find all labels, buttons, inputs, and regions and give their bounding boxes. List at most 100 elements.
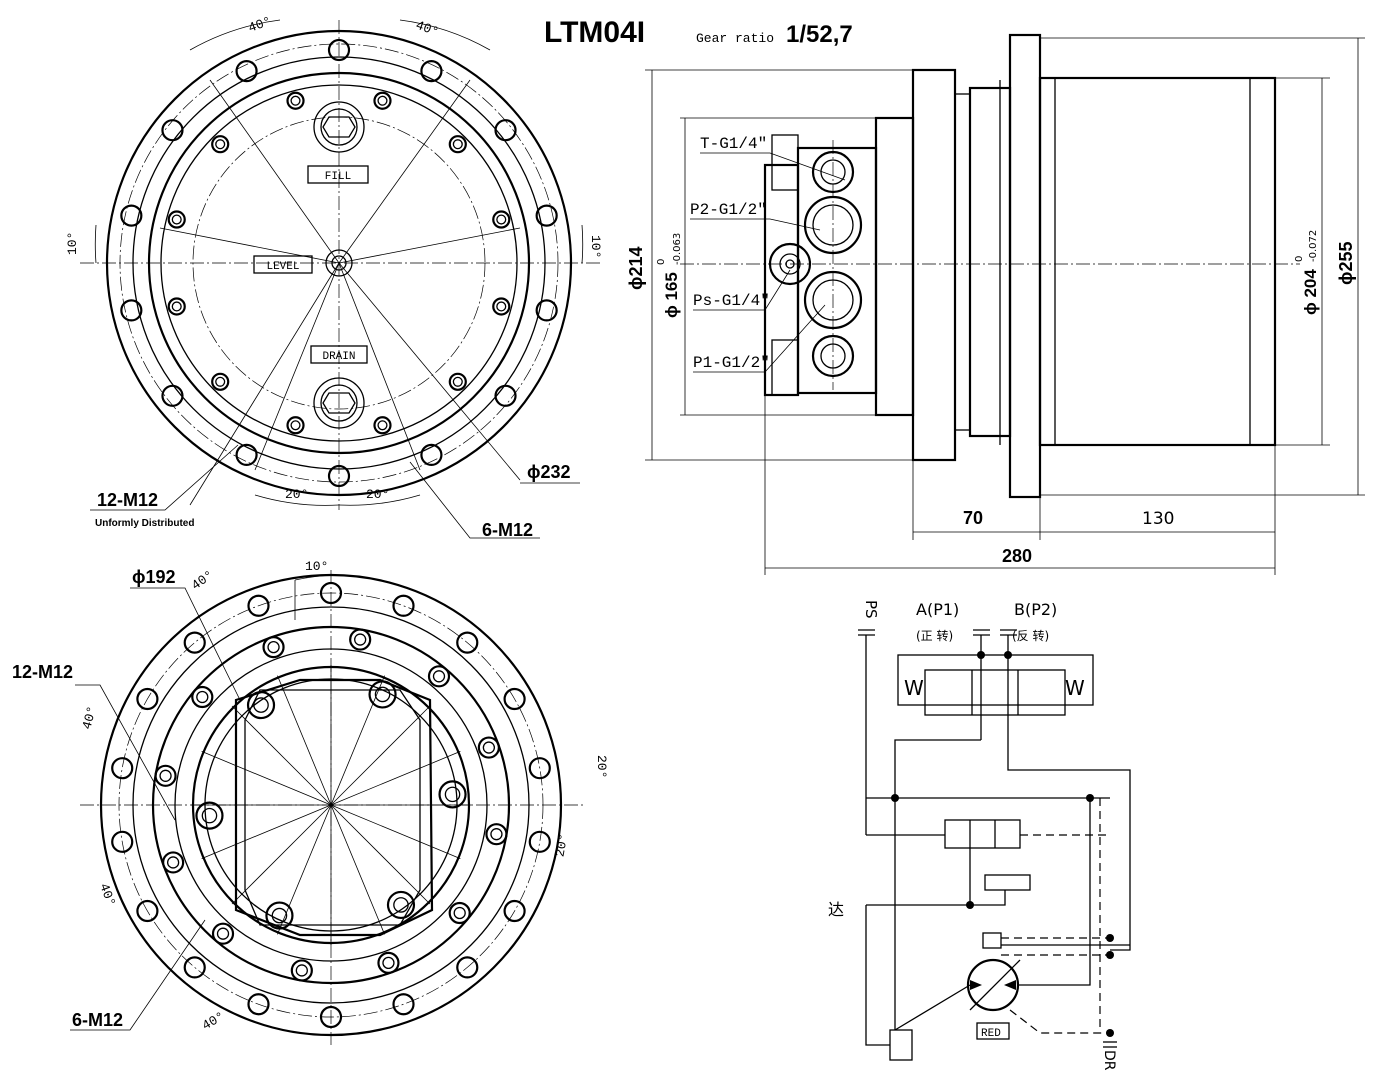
bolt-hole: [211, 135, 230, 154]
construction-line: [231, 705, 332, 806]
bolt-hole: [201, 807, 218, 824]
bolt-hole: [374, 686, 391, 703]
construction-line: [330, 675, 385, 806]
diameter-192-label: ϕ192: [132, 567, 176, 587]
bolt-spec-12-m12: 12-M12: [12, 662, 73, 682]
bolt-hole: [215, 376, 226, 387]
bolt-hole: [535, 299, 558, 322]
diameter-255-label: ϕ255: [1336, 241, 1356, 285]
schematic-side-char: 达: [828, 900, 844, 919]
bolt-hole: [354, 633, 367, 646]
bolt-hole: [452, 376, 463, 387]
port-b-label: B(P2): [1014, 600, 1057, 619]
construction-line: [201, 751, 332, 806]
bolt-hole: [262, 636, 285, 659]
construction-line: [277, 675, 332, 806]
bolt-hole: [327, 38, 351, 62]
construction-line: [330, 804, 385, 935]
bolt-hole: [166, 856, 180, 869]
angle-label: 20°: [552, 832, 571, 858]
diameter-214-label: ϕ214: [626, 246, 646, 290]
bolt-hole: [120, 299, 143, 322]
construction-line: [330, 804, 431, 905]
construction-line: [330, 751, 461, 806]
red-label: RED: [981, 1028, 1001, 1040]
bolt-hole: [211, 922, 235, 945]
gear-ratio-value: 1/52,7: [786, 21, 853, 48]
bolt-spec-12-m12: 12-M12: [97, 490, 158, 510]
bolt-hole: [171, 301, 182, 312]
bolt-hole: [448, 135, 467, 154]
bolt-hole: [215, 139, 226, 150]
bolt-hole: [438, 780, 467, 809]
tolerance-204-upper: 0: [1294, 256, 1305, 262]
tolerance-165-upper: 0: [656, 259, 667, 265]
port-ps-label: Ps-G1/4": [693, 292, 770, 310]
bolt-hole: [162, 851, 185, 874]
construction-line: [330, 804, 461, 859]
port-a-label: A(P1): [916, 600, 959, 619]
bolt-hole: [456, 956, 479, 979]
bolt-hole: [286, 91, 305, 110]
bolt-hole: [482, 741, 496, 754]
bolt-hole: [382, 956, 395, 970]
dimension-130: 130: [1142, 509, 1174, 529]
bolt-hole: [490, 828, 503, 841]
bolt-hole: [485, 823, 508, 846]
construction-line: [330, 705, 431, 806]
bolt-hole: [377, 951, 400, 974]
bolt-hole: [295, 964, 308, 977]
bolt-hole: [136, 899, 159, 923]
spring-symbol: W: [904, 676, 924, 700]
bolt-hole: [373, 416, 392, 435]
bolt-hole: [253, 697, 269, 713]
bolt-hole: [196, 690, 209, 704]
bolt-hole: [393, 897, 409, 913]
bolt-hole: [183, 956, 206, 979]
bolt-hole: [290, 95, 301, 106]
construction-line: [231, 804, 332, 905]
bolt-hole: [290, 420, 301, 431]
bolt-hole: [392, 594, 415, 617]
bolt-hole: [154, 764, 177, 787]
bolt-hole: [452, 139, 463, 150]
bolt-hole: [191, 685, 214, 709]
bolt-hole: [392, 993, 415, 1016]
bottom-flange-view: 10° 40° 40° 20° 20° 40° 40° ϕ192 12-M12 …: [12, 559, 609, 1045]
diameter-232-label: ϕ232: [527, 462, 571, 482]
bolt-hole: [246, 690, 276, 720]
spring-symbol: W: [1065, 676, 1085, 700]
bolt-hole: [494, 119, 517, 142]
bolt-hole: [349, 628, 372, 651]
angle-label: 10°: [588, 235, 603, 258]
model-title: LTM04I: [544, 16, 645, 49]
angle-label: 40°: [200, 1009, 228, 1034]
port-t-label: T-G1/4": [700, 135, 767, 153]
angle-label: 40°: [246, 14, 273, 36]
drain-port-label: DR: [1101, 1050, 1117, 1071]
bolt-hole: [319, 581, 343, 605]
hydraulic-schematic: PS A(P1) (正 转) B(P2) (反 转) W W 达: [828, 600, 1131, 1071]
angle-label: 40°: [79, 705, 100, 731]
bolt-hole: [136, 687, 159, 711]
bolt-hole: [535, 204, 558, 227]
bolt-hole: [286, 416, 305, 435]
bolt-hole: [427, 665, 451, 688]
tolerance-204-lower: -0.072: [1308, 230, 1319, 262]
bolt-hole: [211, 372, 230, 391]
drain-label: DRAIN: [322, 351, 355, 363]
bolt-hole: [528, 830, 551, 853]
bolt-hole: [492, 210, 511, 229]
bolt-hole: [161, 119, 184, 142]
bolt-hole: [195, 801, 224, 830]
bolt-hole: [111, 830, 134, 853]
bolt-hole: [373, 91, 392, 110]
top-flange-view: FILL LEVEL DRAIN 40° 40° 10° 10° 20° 20°…: [65, 14, 603, 540]
bolt-hole: [319, 1005, 343, 1029]
bolt-hole: [453, 906, 466, 920]
angle-label: 10°: [305, 559, 328, 574]
bolt-hole: [247, 594, 270, 617]
construction-line: [277, 804, 332, 935]
bolt-hole: [167, 297, 186, 316]
